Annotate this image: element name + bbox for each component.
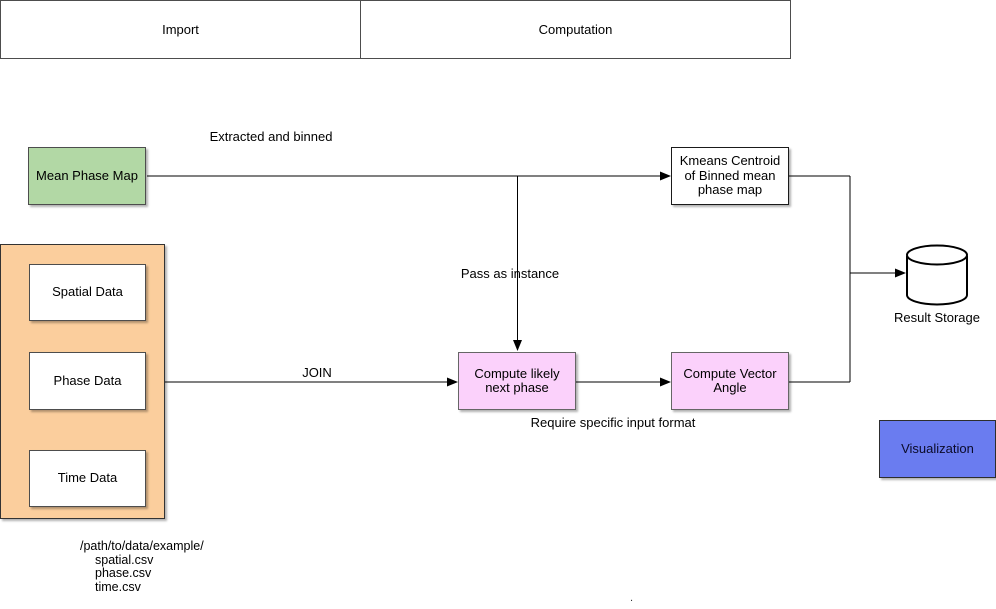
label-pass-as-instance: Pass as instance: [460, 266, 560, 281]
label-result-storage: Result Storage: [894, 310, 980, 325]
lane-header-import: Import: [0, 0, 361, 59]
stray-dot: .: [630, 592, 634, 604]
file-phase-csv: phase.csv: [95, 566, 152, 581]
lane-header-computation-label: Computation: [538, 22, 613, 37]
node-spatial-data: Spatial Data: [29, 264, 146, 321]
node-phase-data-label: Phase Data: [53, 372, 122, 388]
node-compute-likely-next-phase-label: Compute likely next phase: [474, 365, 560, 395]
data-path-listing: /path/to/data/example/ spatial.csv phase…: [80, 539, 204, 594]
node-time-data-label: Time Data: [57, 470, 118, 486]
lane-header-import-label: Import: [162, 22, 199, 37]
node-visualization: Visualization: [879, 420, 996, 478]
arrowheads: [447, 171, 906, 387]
label-extracted-and-binned: Extracted and binned: [209, 129, 333, 144]
file-time-csv: time.csv: [95, 579, 141, 594]
node-spatial-data-label: Spatial Data: [52, 284, 123, 300]
label-require-input-format: Require specific input format: [530, 415, 696, 430]
lane-header-computation: Computation: [360, 0, 791, 59]
label-join: JOIN: [302, 365, 332, 380]
node-kmeans-centroid-label: Kmeans Centroid of Binned mean phase map: [679, 153, 781, 198]
result-storage-cylinder-icon: [906, 244, 968, 306]
node-compute-vector-angle: Compute Vector Angle: [671, 352, 789, 410]
file-spatial-csv: spatial.csv: [95, 552, 154, 567]
node-phase-data: Phase Data: [29, 352, 146, 410]
node-kmeans-centroid: Kmeans Centroid of Binned mean phase map: [671, 147, 789, 205]
data-path-text: /path/to/data/example/: [80, 539, 204, 553]
node-mean-phase-map-label: Mean Phase Map: [36, 167, 138, 183]
node-mean-phase-map: Mean Phase Map: [28, 147, 146, 205]
node-visualization-label: Visualization: [901, 440, 974, 456]
node-time-data: Time Data: [29, 450, 146, 507]
node-compute-likely-next-phase: Compute likely next phase: [458, 352, 576, 410]
node-compute-vector-angle-label: Compute Vector Angle: [683, 365, 777, 395]
